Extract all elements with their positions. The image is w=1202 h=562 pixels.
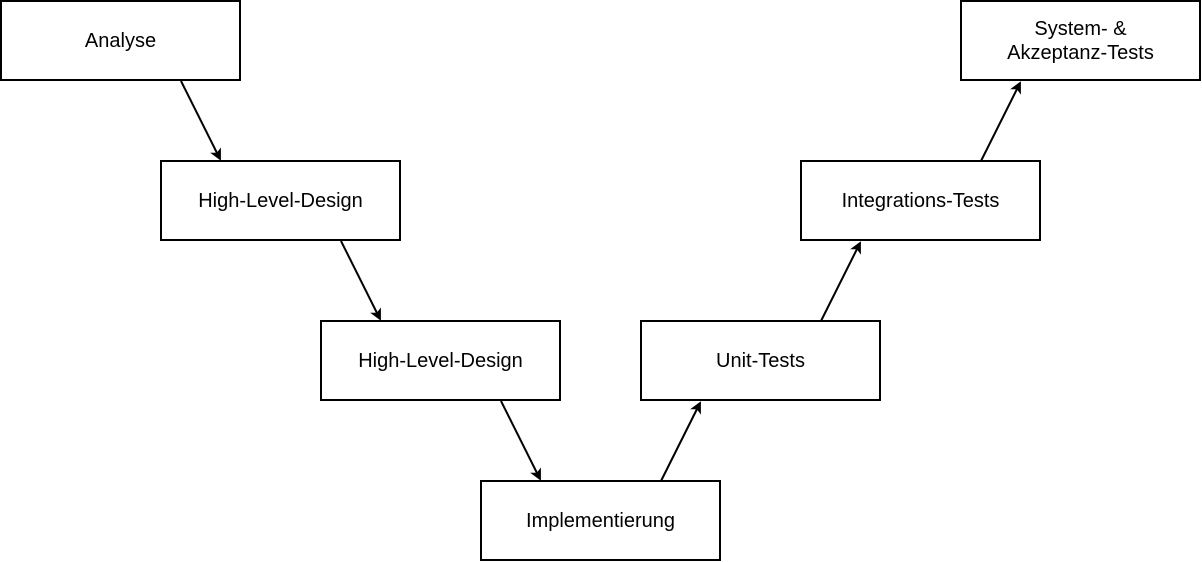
arrow-high-level-design-2-to-implementierung — [500, 400, 541, 481]
arrow-integrations-tests-to-system-akzeptanz-tests — [980, 81, 1021, 162]
node-label: Integrations-Tests — [841, 189, 1000, 212]
node-label: System- & Akzeptanz-Tests — [1007, 17, 1154, 64]
arrow-analyse-to-high-level-design-1 — [180, 80, 221, 161]
node-label: Analyse — [84, 29, 157, 52]
node-high-level-design-1[interactable]: High-Level-Design — [160, 160, 401, 241]
node-label: Implementierung — [526, 509, 675, 532]
node-implementierung[interactable]: Implementierung — [480, 480, 721, 561]
node-label: Unit-Tests — [716, 349, 805, 372]
arrow-high-level-design-1-to-high-level-design-2 — [340, 240, 381, 321]
node-label: High-Level-Design — [358, 349, 523, 372]
node-analyse[interactable]: Analyse — [0, 0, 241, 81]
arrow-unit-tests-to-integrations-tests — [820, 241, 861, 322]
node-integrations-tests[interactable]: Integrations-Tests — [800, 160, 1041, 241]
node-high-level-design-2[interactable]: High-Level-Design — [320, 320, 561, 401]
node-system-akzeptanz-tests[interactable]: System- & Akzeptanz-Tests — [960, 0, 1201, 81]
arrow-implementierung-to-unit-tests — [660, 401, 701, 482]
node-unit-tests[interactable]: Unit-Tests — [640, 320, 881, 401]
node-label: High-Level-Design — [198, 189, 363, 212]
